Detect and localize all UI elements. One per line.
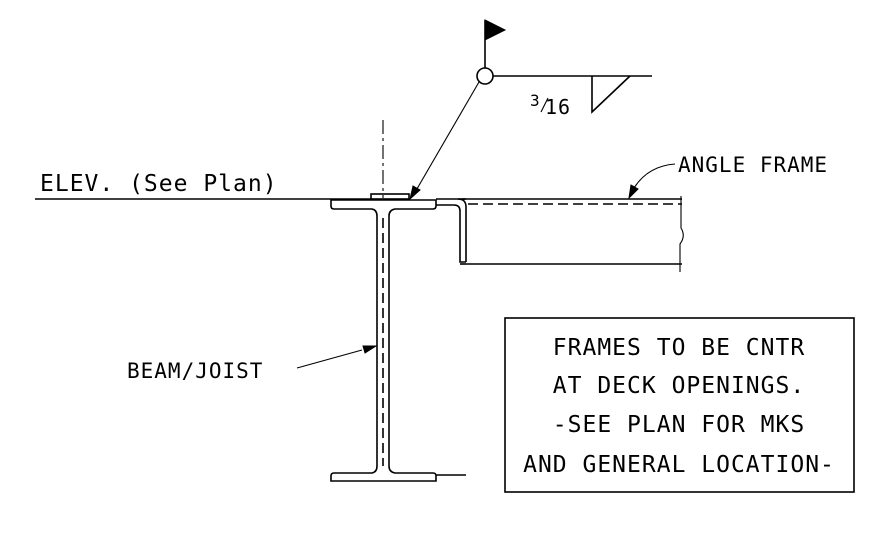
weld-all-around-icon: [476, 67, 494, 85]
weld-arrow-leader: [413, 81, 480, 195]
beam-joist-leader: [296, 349, 363, 369]
beam-joist-label: BEAM/JOIST: [127, 359, 263, 383]
fillet-weld-symbol-icon: [591, 75, 631, 114]
note-border: [504, 317, 855, 493]
note-line-2: AT DECK OPENINGS.: [553, 373, 805, 399]
note-line-4: AND GENERAL LOCATION-: [523, 452, 835, 478]
weld-symbol: 3 16: [409, 19, 652, 201]
elevation-label: ELEV. (See Plan): [40, 171, 278, 197]
break-line: [679, 196, 684, 272]
angle-frame: [436, 196, 684, 272]
note-line-1: FRAMES TO BE CNTR: [553, 335, 805, 361]
note-line-3: -SEE PLAN FOR MKS: [553, 412, 805, 438]
weld-bead: [370, 193, 410, 200]
weld-size-numerator: 3: [530, 91, 541, 110]
angle-frame-arrow-icon: [628, 184, 639, 200]
beam-section: [330, 199, 466, 482]
weld-arrow-head-icon: [409, 185, 421, 201]
angle-frame-label: ANGLE FRAME: [678, 153, 828, 177]
beam-joist-arrow-icon: [362, 345, 378, 354]
angle-frame-leader: [633, 163, 676, 189]
field-weld-flag-icon: [484, 19, 507, 41]
note-box: FRAMES TO BE CNTR AT DECK OPENINGS. -SEE…: [504, 317, 855, 493]
weld-size-denominator: 16: [545, 95, 571, 119]
weld-size-fraction-bar: [540, 97, 549, 113]
